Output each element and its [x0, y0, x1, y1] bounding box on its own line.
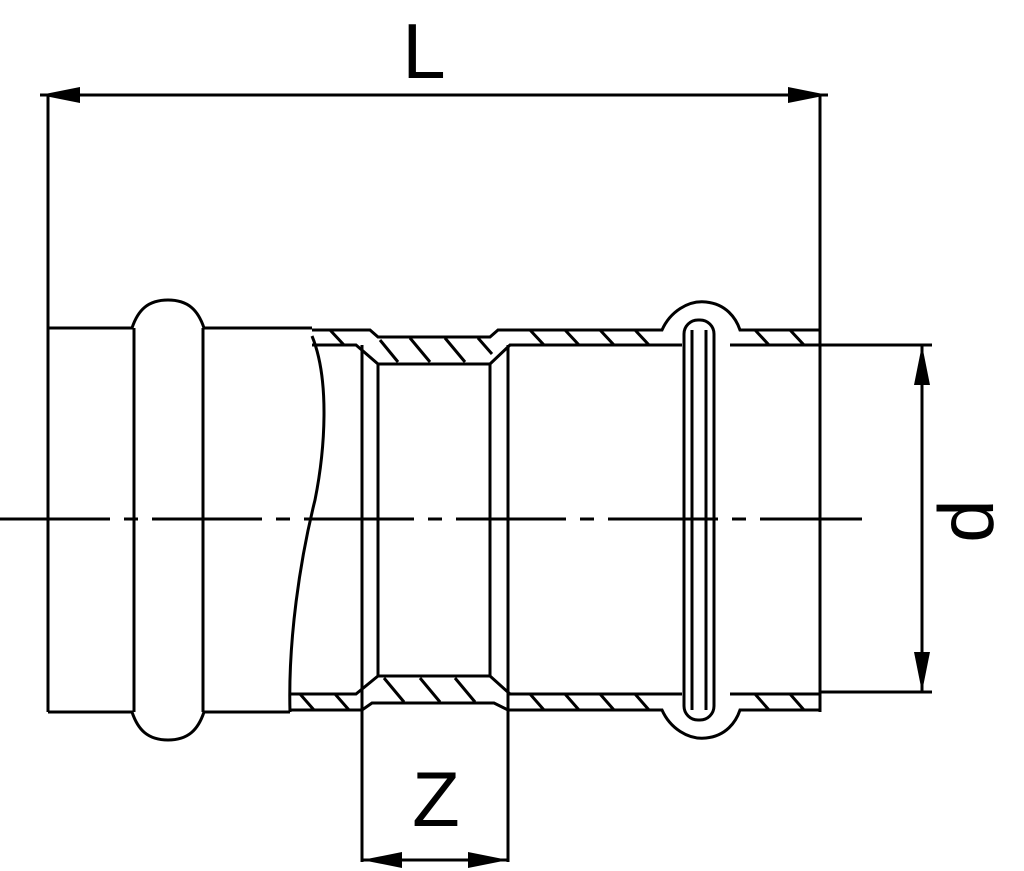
dimension-label-d: d [922, 499, 1010, 542]
dimension-label-z: Z [412, 755, 460, 843]
dimension-z [360, 694, 510, 868]
dimension-d [820, 343, 932, 694]
dimension-l [40, 87, 828, 712]
hatching-top [328, 328, 806, 363]
dimension-label-l: L [402, 7, 445, 95]
hatching-bottom [298, 677, 806, 711]
